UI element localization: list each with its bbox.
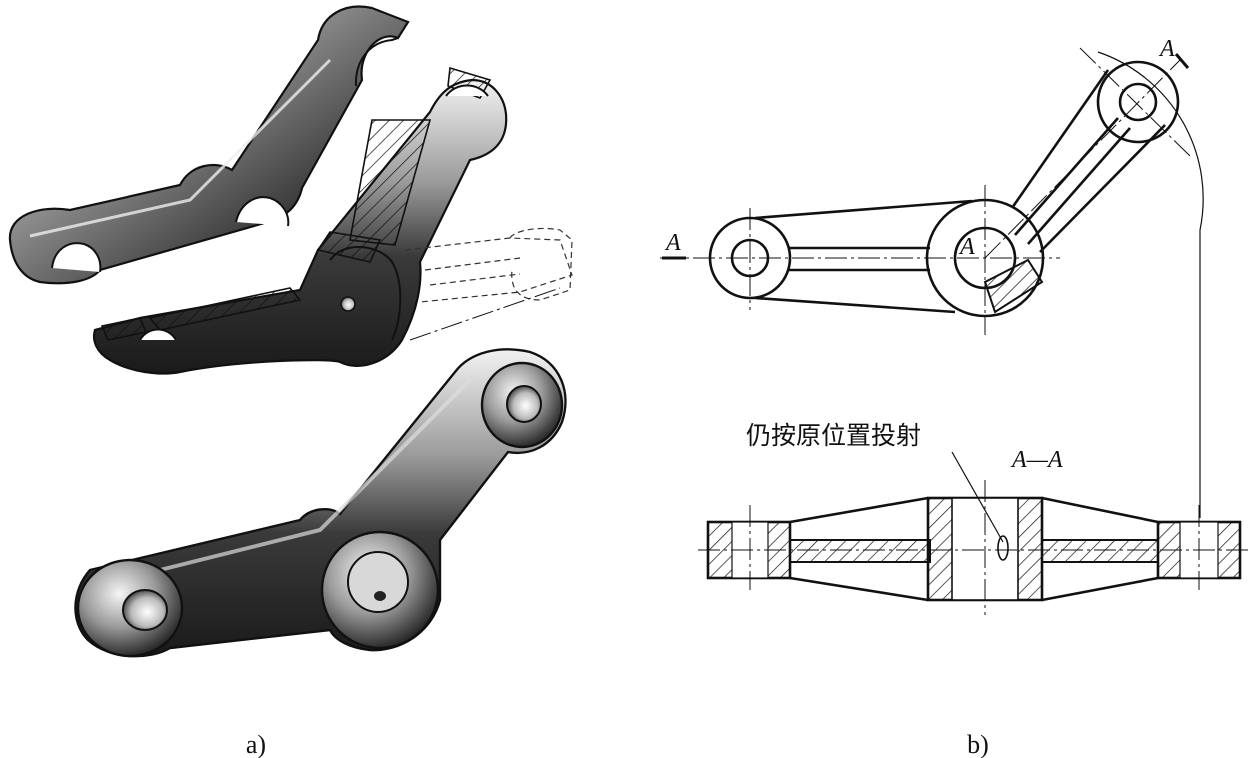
complete-part <box>74 348 567 658</box>
part-a-illustrations <box>8 5 573 658</box>
caption-b: b) <box>967 730 989 758</box>
projection-note: 仍按原位置投射 <box>746 422 921 450</box>
section-view <box>698 451 1248 615</box>
top-view <box>660 47 1204 518</box>
section-mark-top: A <box>1158 36 1175 62</box>
section-mark-inner: A <box>958 234 975 260</box>
caption-a: a) <box>246 730 266 758</box>
section-title: A—A <box>1010 447 1063 473</box>
section-mark-left: A <box>664 230 681 256</box>
part-b-drawing <box>660 47 1248 615</box>
cut-half-sectioned <box>93 66 573 375</box>
cut-half-upper <box>8 5 410 285</box>
